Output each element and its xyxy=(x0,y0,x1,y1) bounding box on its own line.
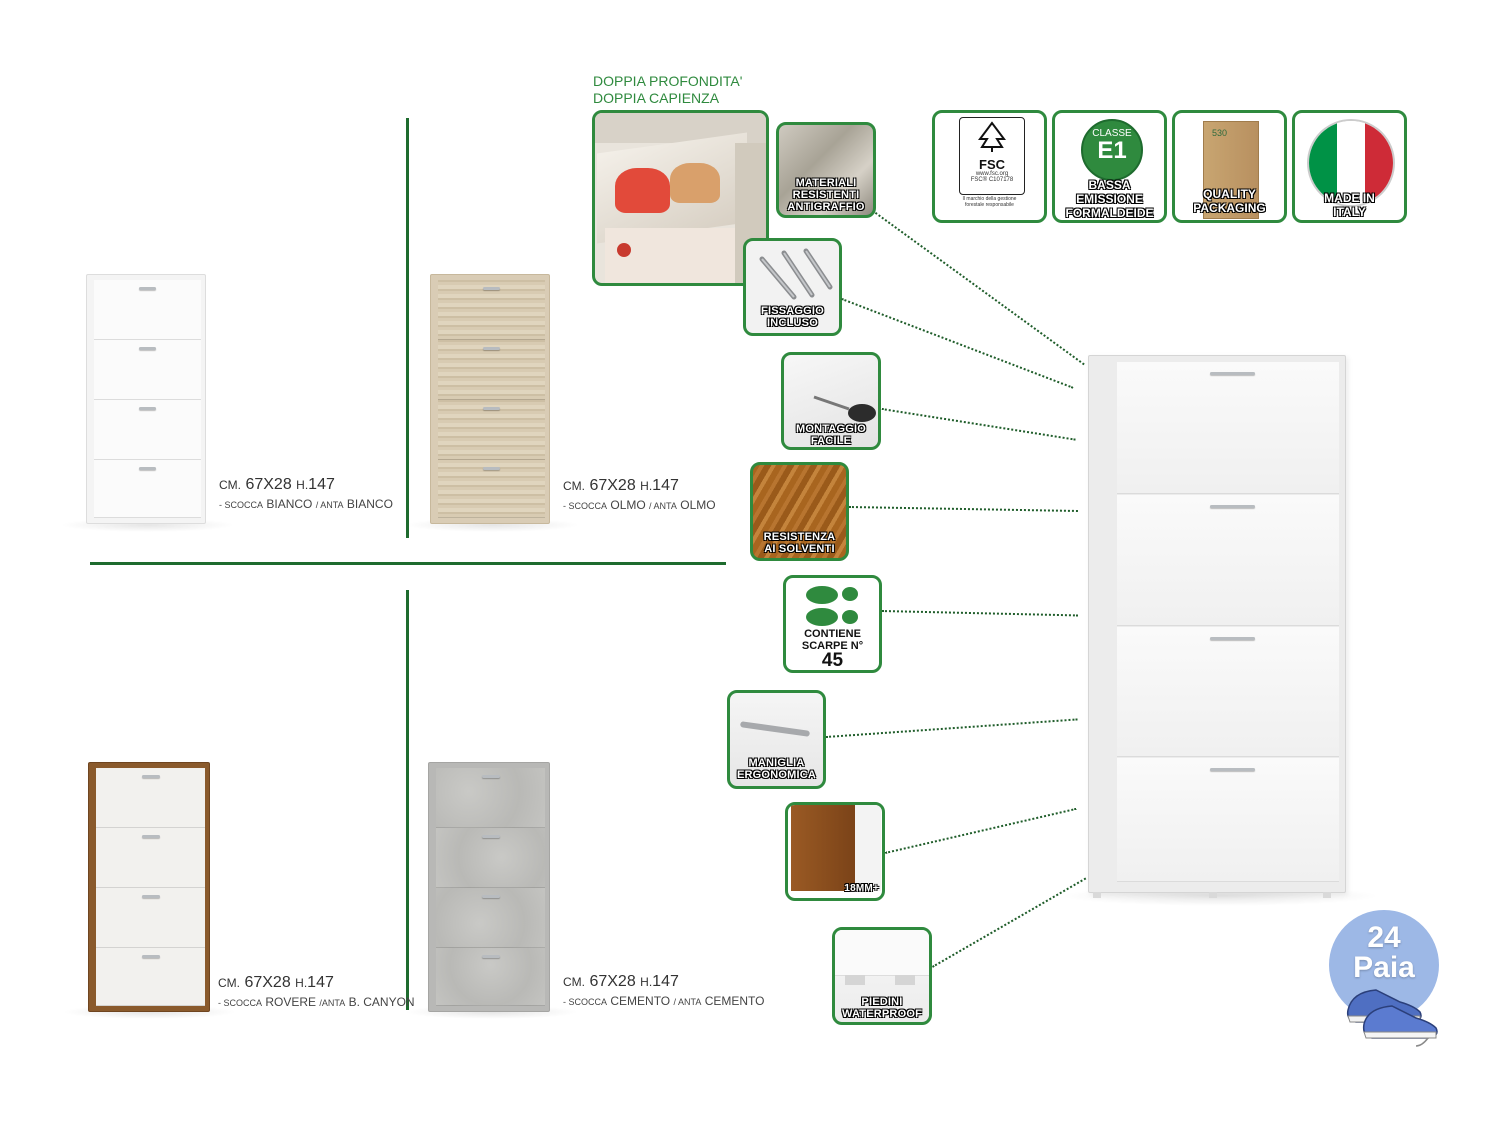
variant-4-finish: - SCOCCA CEMENTO / ANTA CEMENTO xyxy=(563,994,765,1008)
cabinet-rovere xyxy=(88,762,210,1012)
variant-4-dimension: CM. 67X28 H.147 xyxy=(563,973,679,990)
badge-fsc: FSC www.fsc.org FSC® C107178 Il marchio … xyxy=(932,110,1047,223)
main-cabinet xyxy=(1088,355,1346,898)
divider-horizontal xyxy=(90,562,726,565)
variant-3-dimension: CM. 67X28 H.147 xyxy=(218,974,334,991)
feature-spessore-18mm: 18MM+ xyxy=(785,802,885,901)
fsc-tree-icon xyxy=(978,121,1006,152)
variant-2-finish: - SCOCCA OLMO / ANTA OLMO xyxy=(563,498,716,512)
screwdriver-icon xyxy=(813,395,876,422)
cabinet-cemento xyxy=(428,762,550,1012)
sneakers-icon xyxy=(1346,989,1438,1047)
divider-vertical-top xyxy=(406,118,409,538)
footprints-icon xyxy=(806,586,858,626)
cabinet-olmo xyxy=(430,274,550,524)
divider-vertical-bottom xyxy=(406,590,409,1010)
box-icon: 530 xyxy=(1203,121,1259,219)
variant-1-finish: - SCOCCA BIANCO / ANTA BIANCO xyxy=(219,497,393,511)
italy-flag-icon xyxy=(1307,119,1395,207)
variant-3-finish: - SCOCCA ROVERE /ANTA B. CANYON xyxy=(218,995,415,1009)
variant-1-dimension: CM. 67X28 H.147 xyxy=(219,476,335,493)
classe-e1-icon: CLASSE E1 xyxy=(1081,119,1143,181)
cabinet-bianco xyxy=(86,274,206,524)
screws-icon xyxy=(759,248,833,300)
double-depth-title: DOPPIA PROFONDITA' DOPPIA CAPIENZA xyxy=(593,73,743,106)
handle-icon xyxy=(739,721,811,737)
variant-2-dimension: CM. 67X28 H.147 xyxy=(563,477,679,494)
double-depth-photo xyxy=(592,110,769,286)
